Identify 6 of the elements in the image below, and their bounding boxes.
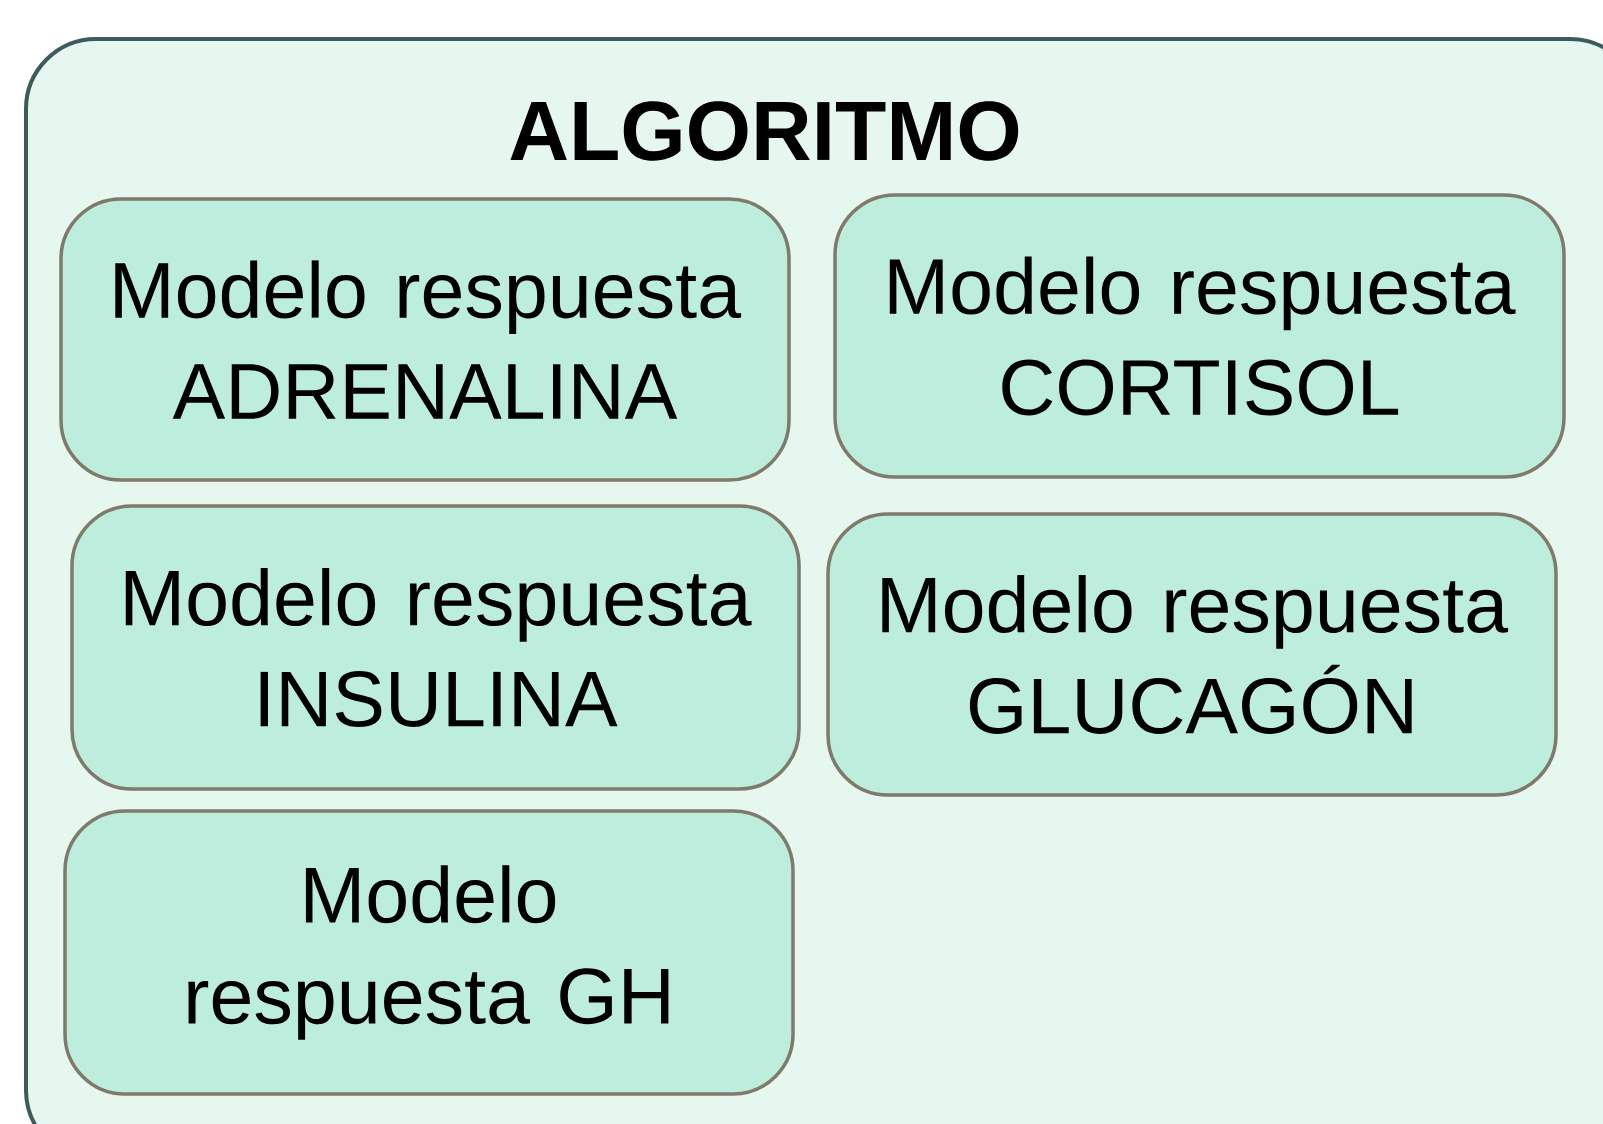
- model-box: Modelo respuesta INSULINA: [70, 504, 801, 791]
- model-box: Modelo respuesta GLUCAGÓN: [826, 512, 1558, 797]
- model-box: Modelo respuesta GH: [63, 809, 795, 1096]
- model-box: Modelo respuesta ADRENALINA: [59, 197, 791, 482]
- title: ALGORITMO: [510, 101, 1019, 161]
- model-box: Modelo respuesta CORTISOL: [833, 193, 1566, 479]
